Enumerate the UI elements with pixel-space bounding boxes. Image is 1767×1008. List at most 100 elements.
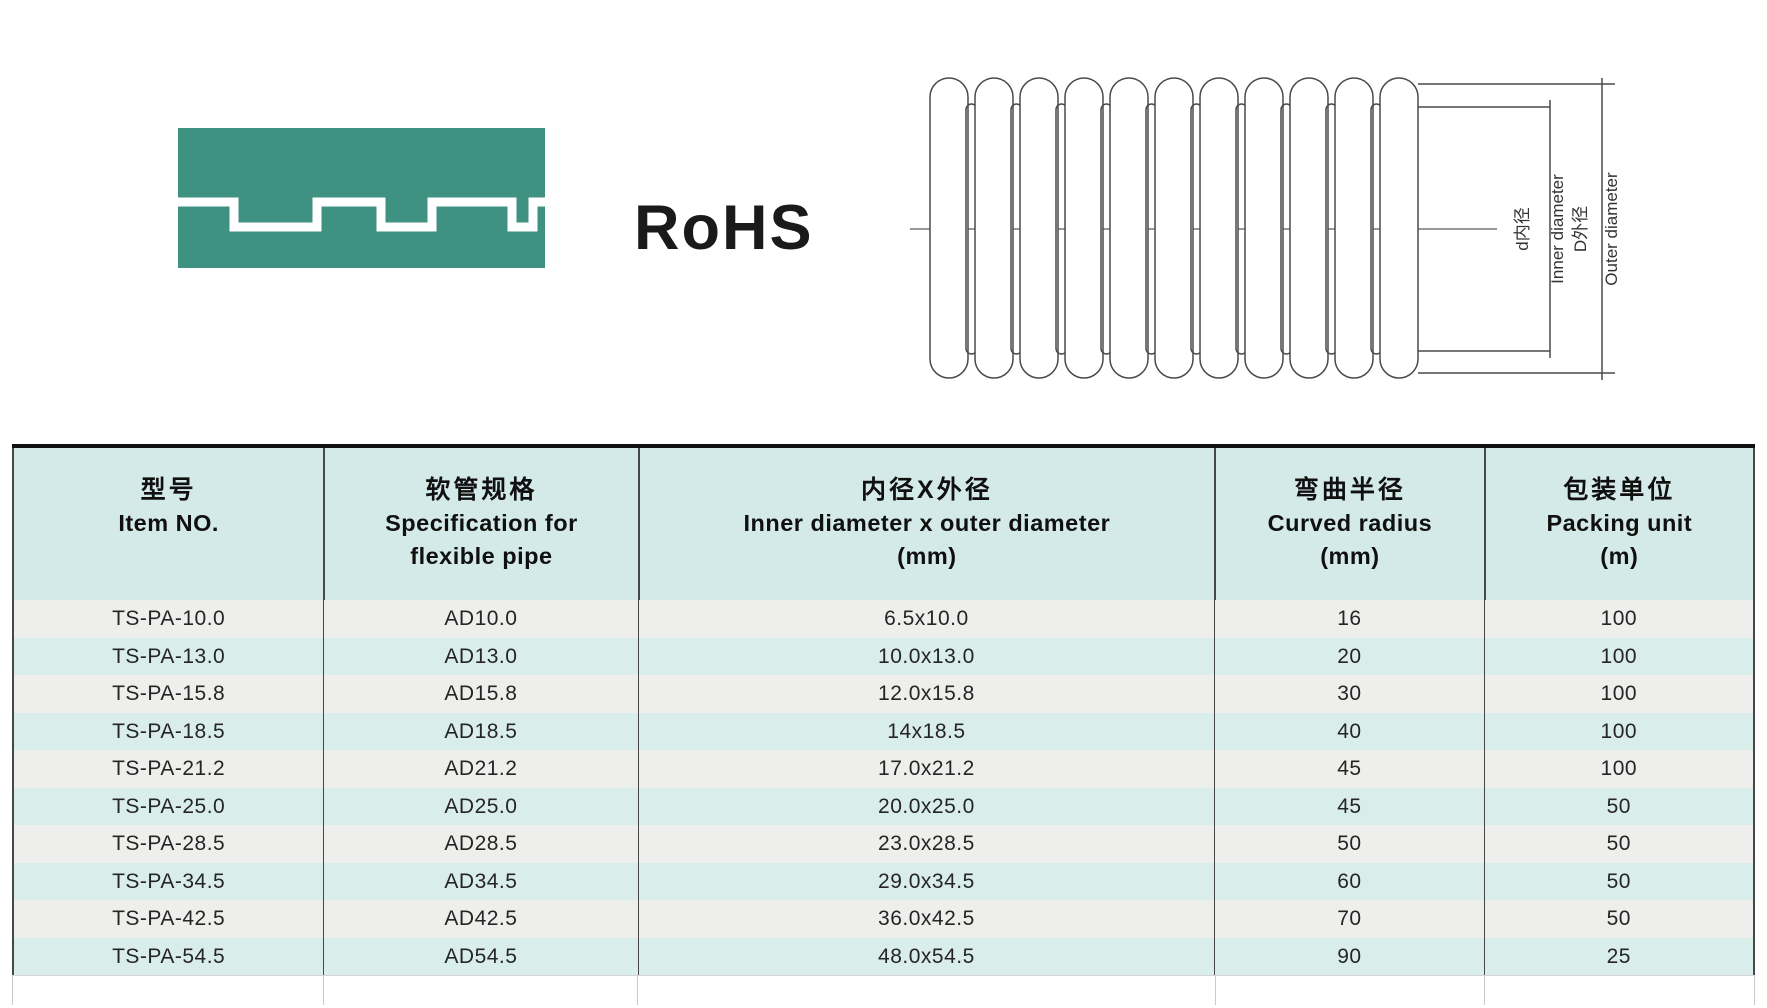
table-cell: TS-PA-54.5 bbox=[112, 944, 226, 968]
column-header-zh: 弯曲半径 bbox=[1293, 476, 1406, 504]
table-cell-empty bbox=[637, 976, 1215, 1005]
table-cell: AD42.5 bbox=[323, 900, 637, 938]
table-cell: AD25.0 bbox=[323, 787, 637, 825]
table-cell: 50 bbox=[1483, 787, 1753, 825]
table-cell: 25 bbox=[1483, 937, 1753, 975]
pipe-crest bbox=[1244, 77, 1284, 379]
table-cell: 60 bbox=[1214, 862, 1483, 900]
pipe-corrugations bbox=[929, 77, 1419, 379]
column-header-en: Specification for bbox=[385, 510, 578, 536]
table-cell: 36.0x42.5 bbox=[637, 900, 1215, 938]
column-header-2: 内径X外径 Inner diameter x outer diameter (mm) bbox=[637, 448, 1215, 600]
column-header-zh: 内径X外径 bbox=[861, 476, 993, 504]
table-cell-empty bbox=[1484, 976, 1754, 1005]
table-cell: 14x18.5 bbox=[637, 712, 1215, 750]
table-cell-empty bbox=[13, 976, 323, 1005]
table-cell: AD13.0 bbox=[323, 637, 637, 675]
table-cell: 90 bbox=[1214, 937, 1483, 975]
column-header-en: (mm) bbox=[897, 543, 957, 569]
brand-logo bbox=[178, 128, 545, 268]
outer-diameter-label-zh: D外径 bbox=[1571, 206, 1590, 252]
table-cell: TS-PA-34.5 bbox=[112, 869, 226, 893]
pipe-crest bbox=[1334, 77, 1374, 379]
table-partial-row bbox=[12, 975, 1755, 1005]
table-cell: AD15.8 bbox=[323, 675, 637, 713]
pipe-crest bbox=[1289, 77, 1329, 379]
table-cell-empty bbox=[322, 976, 638, 1005]
rohs-certification-text: RoHS bbox=[634, 193, 814, 263]
column-header-en: flexible pipe bbox=[410, 543, 553, 569]
table-cell: 100 bbox=[1483, 600, 1753, 638]
table-cell: 50 bbox=[1483, 862, 1753, 900]
table-cell: 12.0x15.8 bbox=[637, 675, 1215, 713]
table-cell: 40 bbox=[1214, 712, 1483, 750]
table-cell: 16 bbox=[1214, 600, 1483, 638]
table-cell: AD28.5 bbox=[323, 825, 637, 863]
outer-diameter-label-en: Outer diameter bbox=[1602, 172, 1621, 286]
table-cell: TS-PA-18.5 bbox=[112, 719, 226, 743]
pipe-crest bbox=[974, 77, 1014, 379]
table-cell: 30 bbox=[1214, 675, 1483, 713]
table-cell: 20.0x25.0 bbox=[637, 787, 1215, 825]
pipe-cross-section-diagram: d内径 Inner diameter D外径 Outer diameter bbox=[910, 77, 1621, 380]
column-header-0: 型号 Item NO. bbox=[14, 448, 323, 600]
table-cell: 17.0x21.2 bbox=[637, 750, 1215, 788]
table-cell: TS-PA-42.5 bbox=[112, 907, 226, 930]
pipe-crest bbox=[1109, 77, 1149, 379]
column-header-4: 包装单位 Packing unit (m) bbox=[1483, 448, 1753, 600]
column-header-zh: 包装单位 bbox=[1563, 476, 1676, 504]
table-cell: 50 bbox=[1483, 825, 1753, 863]
table-cell: 50 bbox=[1483, 900, 1753, 938]
pipe-crest bbox=[1154, 77, 1194, 379]
table-cell-empty bbox=[1214, 976, 1485, 1005]
column-header-en: Packing unit bbox=[1546, 510, 1693, 536]
table-cell: 45 bbox=[1214, 787, 1483, 825]
table-cell: 23.0x28.5 bbox=[637, 825, 1215, 863]
specification-table: 型号 Item NO. 软管规格 Specification for flexible … bbox=[12, 444, 1755, 1005]
table-cell: AD10.0 bbox=[323, 600, 637, 638]
table-cell: TS-PA-10.0 bbox=[112, 607, 226, 630]
column-header-en: (mm) bbox=[1320, 543, 1380, 569]
table-cell: TS-PA-15.8 bbox=[112, 682, 226, 705]
column-header-en: Inner diameter x outer diameter bbox=[743, 510, 1111, 536]
table-cell: 45 bbox=[1214, 750, 1483, 788]
table-cell: 70 bbox=[1214, 900, 1483, 938]
table-cell: 10.0x13.0 bbox=[637, 637, 1215, 675]
table-cell: 48.0x54.5 bbox=[637, 937, 1215, 975]
table-cell: 20 bbox=[1214, 637, 1483, 675]
table-cell: 50 bbox=[1214, 825, 1483, 863]
inner-diameter-label-zh: d内径 bbox=[1513, 207, 1532, 250]
column-header-zh: 软管规格 bbox=[425, 476, 538, 504]
dimension-labels: d内径 Inner diameter D外径 Outer diameter bbox=[1513, 172, 1621, 286]
table-cell: 29.0x34.5 bbox=[637, 862, 1215, 900]
table-cell: TS-PA-21.2 bbox=[112, 757, 226, 780]
inner-diameter-label-en: Inner diameter bbox=[1548, 174, 1567, 284]
logo-corrugation-line bbox=[178, 197, 545, 232]
column-header-en: (m) bbox=[1600, 543, 1639, 569]
table-cell: 6.5x10.0 bbox=[637, 600, 1215, 638]
pipe-crest bbox=[1019, 77, 1059, 379]
column-header-1: 软管规格 Specification for flexible pipe bbox=[323, 448, 637, 600]
table-cell: 100 bbox=[1483, 750, 1753, 788]
table-cell: 100 bbox=[1483, 637, 1753, 675]
table-cell: AD34.5 bbox=[323, 862, 637, 900]
table-cell: AD54.5 bbox=[323, 937, 637, 975]
column-header-zh: 型号 bbox=[140, 476, 197, 504]
pipe-crest bbox=[1199, 77, 1239, 379]
column-header-en: Item NO. bbox=[118, 510, 219, 536]
pipe-crest bbox=[1379, 77, 1419, 379]
table-cell: TS-PA-25.0 bbox=[112, 794, 226, 818]
table-cell: TS-PA-28.5 bbox=[112, 832, 226, 855]
